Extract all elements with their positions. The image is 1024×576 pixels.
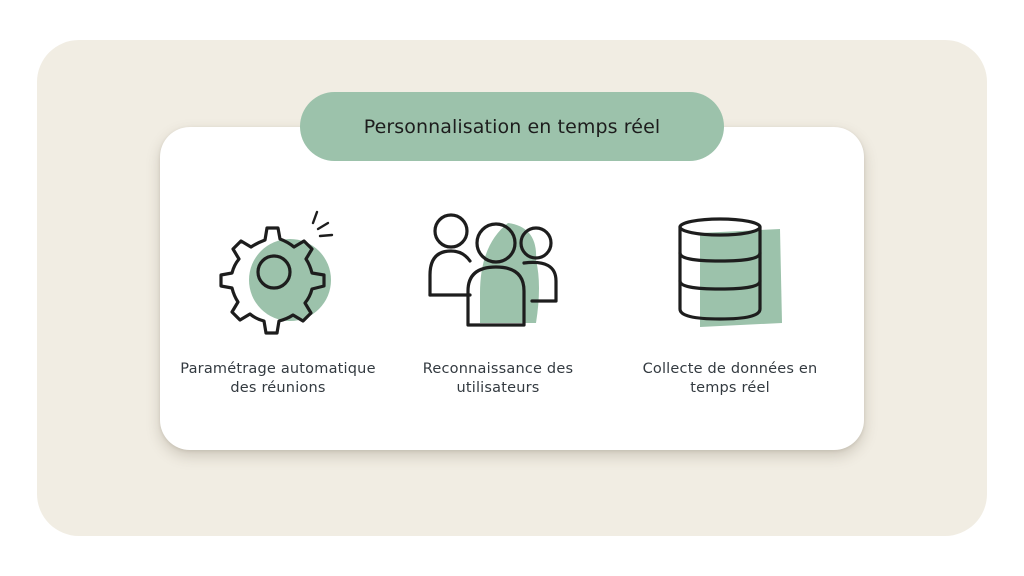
feature-label: Paramétrage automatique des réunions: [180, 361, 376, 396]
title-pill: Personnalisation en temps réel: [300, 92, 724, 161]
feature-label: Reconnaissance des utilisateurs: [422, 361, 574, 396]
users-icon: [428, 213, 558, 327]
database-icon: [678, 217, 782, 327]
gear-icon: [219, 210, 334, 335]
page-title: Personnalisation en temps réel: [363, 115, 661, 138]
feature-label: Collecte de données en temps réel: [642, 361, 818, 396]
